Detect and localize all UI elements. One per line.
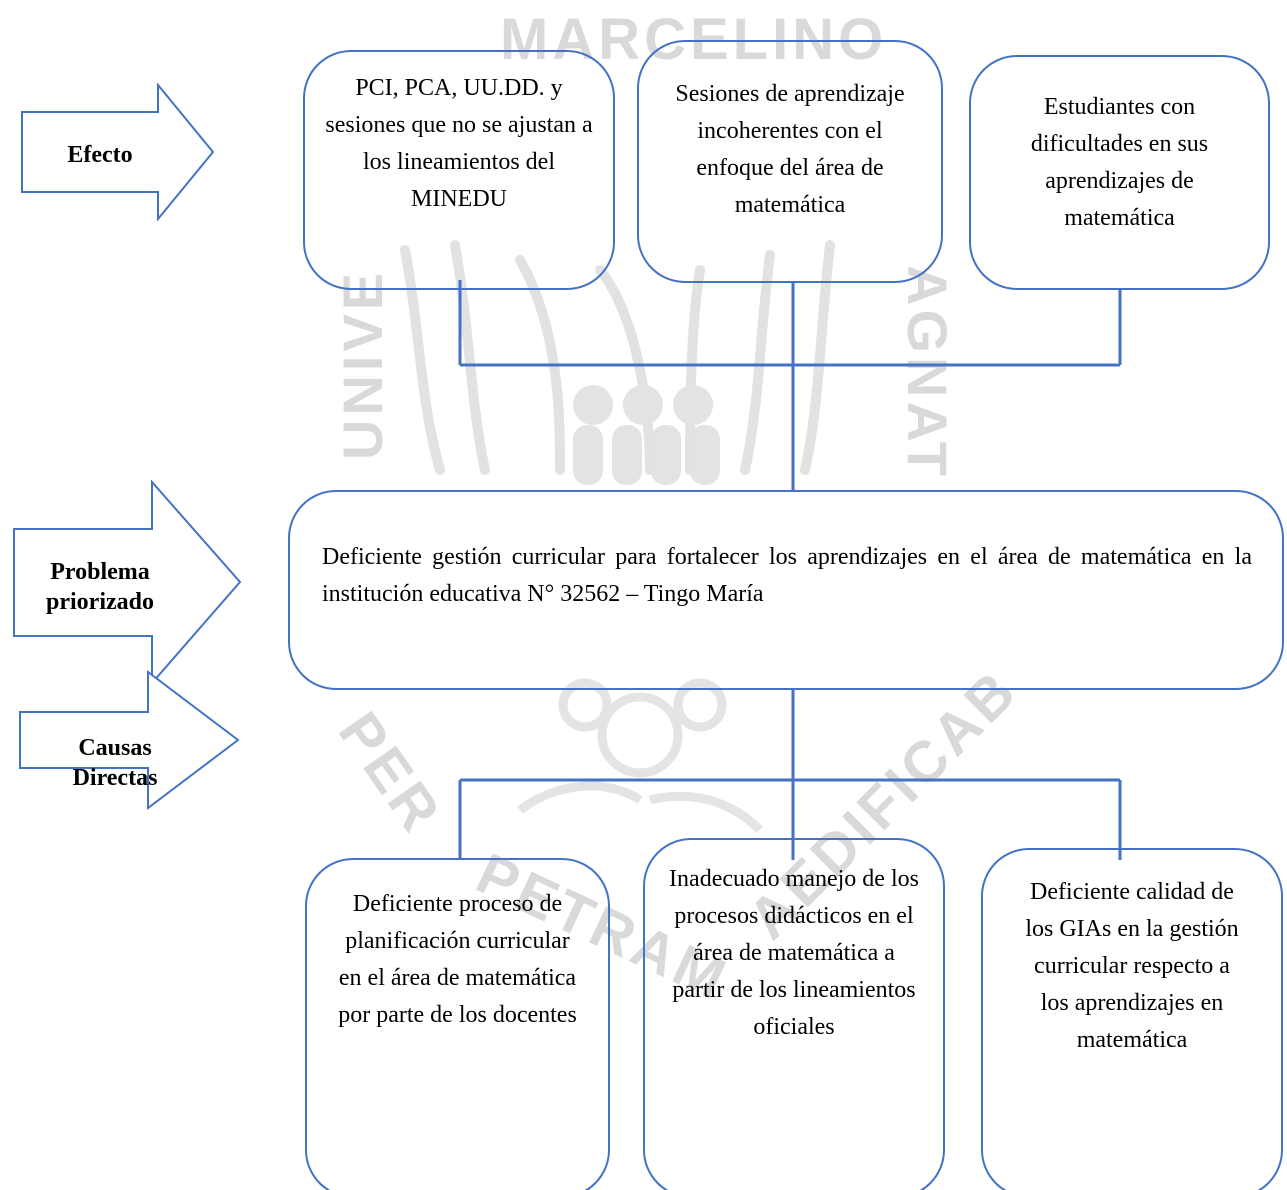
problem-label-line2: priorizado [46,589,154,615]
problem-arrow [13,480,242,685]
causes-arrow-shape [19,670,240,810]
watermark-top: MARCELINO [500,7,888,72]
cause-box-2: Inadecuado manejo de los procesos didáct… [643,838,945,1190]
effect-1-text: PCI, PCA, UU.DD. y sesiones que no se aj… [325,75,593,212]
effect-label: Efecto [67,142,133,168]
cause-box-3: Deficiente calidad de los GIAs en la ges… [981,848,1283,1190]
effect-box-1: PCI, PCA, UU.DD. y sesiones que no se aj… [303,50,615,290]
causes-label: Causas Directas [20,733,210,793]
cause-2-text: Inadecuado manejo de los procesos didáct… [669,866,919,1040]
effect-2-text: Sesiones de aprendizaje incoherentes con… [675,81,905,218]
cause-1-text: Deficiente proceso de planificación curr… [338,891,577,1028]
effect-arrow [21,83,215,221]
problem-text: Deficiente gestión curricular para forta… [322,544,1252,607]
problem-box: Deficiente gestión curricular para forta… [288,490,1284,690]
causes-label-line1: Causas [78,735,152,761]
problem-label: Problema priorizado [15,557,185,617]
effect-box-3: Estudiantes con dificultades en sus apre… [969,55,1270,290]
causes-label-line2: Directas [72,765,158,791]
effect-3-text: Estudiantes con dificultades en sus apre… [1030,94,1209,231]
problem-label-line1: Problema [50,559,150,585]
effect-box-2: Sesiones de aprendizaje incoherentes con… [637,40,943,283]
cause-box-1: Deficiente proceso de planificación curr… [305,858,610,1190]
cause-3-text: Deficiente calidad de los GIAs en la ges… [1025,879,1239,1053]
